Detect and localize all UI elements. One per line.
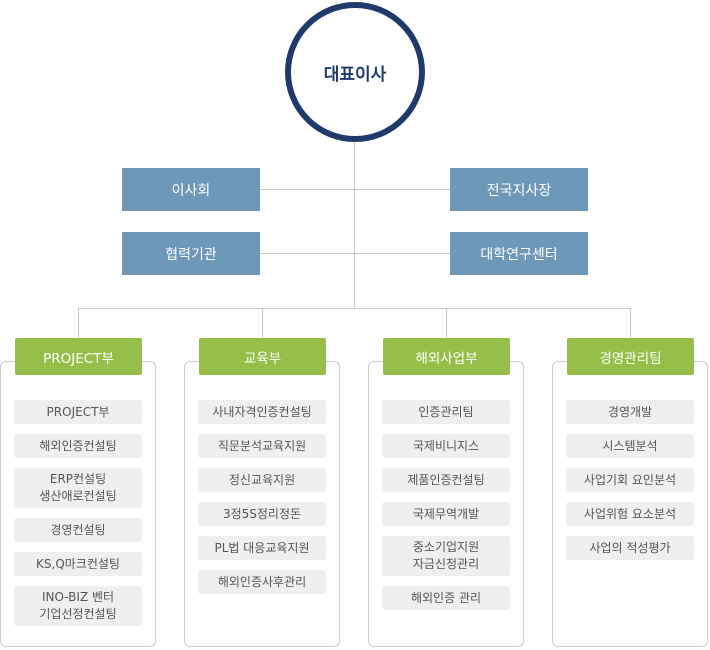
department-item-label: 사내자격인증컨설팅 bbox=[212, 404, 312, 419]
department-item: PL법 대응교육지원 bbox=[198, 536, 326, 560]
department-header: 교육부 bbox=[199, 338, 326, 375]
department-item: PROJECT부 bbox=[14, 400, 142, 424]
department-item: 정신교육지원 bbox=[198, 468, 326, 492]
department-item-label: 사업기회 요인분석 bbox=[583, 472, 677, 487]
department-item: 제품인증컨설팅 bbox=[382, 468, 510, 492]
connector-line bbox=[78, 308, 631, 309]
department-item-label: 사업의 적성평가 bbox=[589, 540, 671, 555]
department-item: 사업의 적성평가 bbox=[566, 536, 694, 560]
department-item-label: PL법 대응교육지원 bbox=[214, 540, 310, 555]
department-item-label: 중소기업지원 bbox=[412, 540, 480, 554]
department-item-label: 경영컨설팅 bbox=[50, 522, 106, 537]
department-item-label: 3정5S정리정돈 bbox=[222, 506, 302, 521]
connector-line bbox=[630, 308, 631, 338]
department-item: 3정5S정리정돈 bbox=[198, 502, 326, 526]
department-item-label: INO-BIZ 벤터 bbox=[41, 590, 115, 604]
department-item: 국제비니지스 bbox=[382, 434, 510, 458]
department-item-label: 시스템분석 bbox=[602, 438, 658, 453]
department-item: 직문분석교육지원 bbox=[198, 434, 326, 458]
department-item-label: 경영개발 bbox=[607, 404, 653, 419]
department-item-label: PROJECT부 bbox=[46, 404, 110, 419]
department-item-label: 국제무역개발 bbox=[412, 506, 480, 521]
department-item-label: 정신교육지원 bbox=[228, 472, 296, 487]
department-item: 사업위험 요소분석 bbox=[566, 502, 694, 526]
connector-line bbox=[262, 308, 263, 338]
department-item: 해외인증 관리 bbox=[382, 586, 510, 610]
department-item-label: 해외인증컨설팅 bbox=[39, 438, 117, 453]
department-item-label: 인증관리팀 bbox=[418, 404, 474, 419]
department-item: 사업기회 요인분석 bbox=[566, 468, 694, 492]
board-of-directors-node: 이사회 bbox=[122, 168, 260, 211]
department-item-label: 사업위험 요소분석 bbox=[583, 506, 677, 521]
connector-line bbox=[78, 308, 79, 338]
department-item-label: 생산애로컨설팅 bbox=[39, 489, 117, 503]
department-item: KS,Q마크컨설팅 bbox=[14, 552, 142, 576]
ceo-node: 대표이사 bbox=[285, 2, 425, 142]
department-item-label: 제품인증컨설팅 bbox=[407, 472, 485, 487]
department-header: 해외사업부 bbox=[383, 338, 510, 375]
department-item-label: 자금신청관리 bbox=[412, 557, 480, 571]
department-item: 해외인증사후관리 bbox=[198, 570, 326, 594]
partner-institutions-node: 협력기관 bbox=[122, 232, 260, 275]
university-research-node: 대학연구센터 bbox=[450, 232, 588, 275]
department-item-label: 해외인증 관리 bbox=[410, 590, 482, 605]
department-header: 경영관리팀 bbox=[567, 338, 694, 375]
department-item: 경영컨설팅 bbox=[14, 518, 142, 542]
department-item: 해외인증컨설팅 bbox=[14, 434, 142, 458]
connector-line bbox=[260, 189, 450, 190]
department-item: 사내자격인증컨설팅 bbox=[198, 400, 326, 424]
connector-line bbox=[354, 136, 355, 308]
department-item: 시스템분석 bbox=[566, 434, 694, 458]
department-header: PROJECT부 bbox=[15, 338, 142, 375]
department-item: 경영개발 bbox=[566, 400, 694, 424]
department-item-label: 기업선정컨설팅 bbox=[39, 607, 117, 621]
connector-line bbox=[260, 253, 450, 254]
department-item-label: 해외인증사후관리 bbox=[217, 574, 307, 589]
department-item: 국제무역개발 bbox=[382, 502, 510, 526]
department-item: 인증관리팀 bbox=[382, 400, 510, 424]
department-item-label: ERP컨설팅 bbox=[49, 472, 107, 486]
regional-branches-node: 전국지사장 bbox=[450, 168, 588, 211]
connector-line bbox=[446, 308, 447, 338]
department-item-label: KS,Q마크컨설팅 bbox=[36, 556, 120, 571]
department-item-label: 직문분석교육지원 bbox=[217, 438, 307, 453]
department-item-label: 국제비니지스 bbox=[412, 438, 480, 453]
